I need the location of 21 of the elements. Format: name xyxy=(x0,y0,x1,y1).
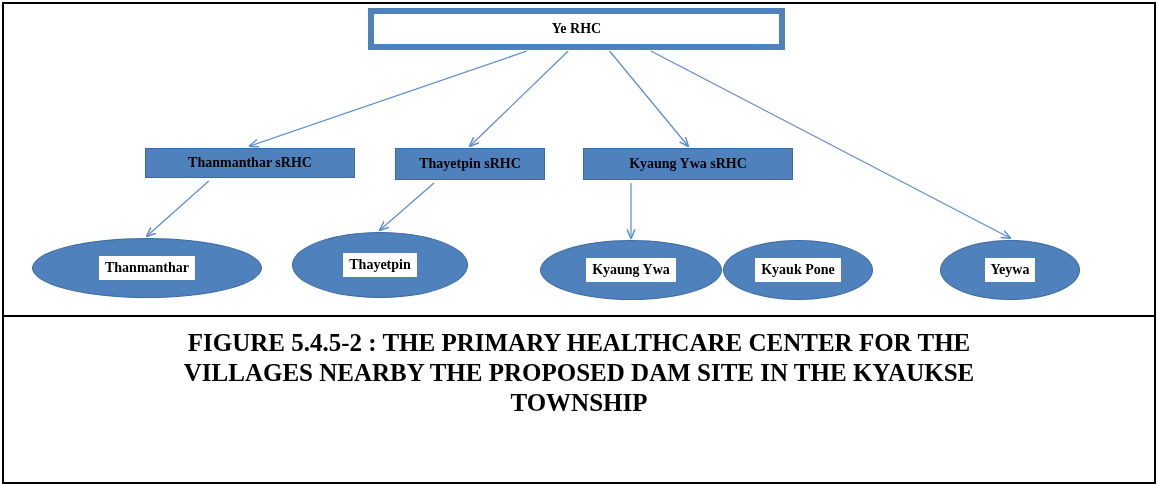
arrow xyxy=(378,182,435,232)
main-center-box xyxy=(370,10,783,48)
node-label: Kyauk Pone xyxy=(755,258,841,282)
sub-center-box xyxy=(395,148,545,180)
node-label: Thanmanthar xyxy=(99,256,195,280)
sub-center-box xyxy=(145,148,355,178)
arrow xyxy=(145,180,210,238)
node-label: Kyaung Ywa xyxy=(586,258,676,282)
node-label: Yeywa xyxy=(984,258,1036,282)
node-label: Thayetpin xyxy=(343,253,417,277)
arrow xyxy=(248,50,528,148)
node-label: Kyaung Ywa sRHC xyxy=(629,156,747,172)
figure-caption: FIGURE 5.4.5-2 : THE PRIMARY HEALTHCARE CENTER FOR THE VILLAGES NEARBY THE PROPOSED DAM SITE IN THE KYAUKSE TOWNSHIP xyxy=(182,328,976,418)
arrow xyxy=(468,50,569,148)
arrow xyxy=(626,182,636,240)
sub-center-box xyxy=(583,148,793,180)
node-label: Thanmanthar sRHC xyxy=(188,155,312,171)
arrow xyxy=(650,50,1012,240)
node-label: Ye RHC xyxy=(551,21,602,37)
node-label: Thayetpin sRHC xyxy=(419,156,521,172)
arrow xyxy=(608,50,690,148)
